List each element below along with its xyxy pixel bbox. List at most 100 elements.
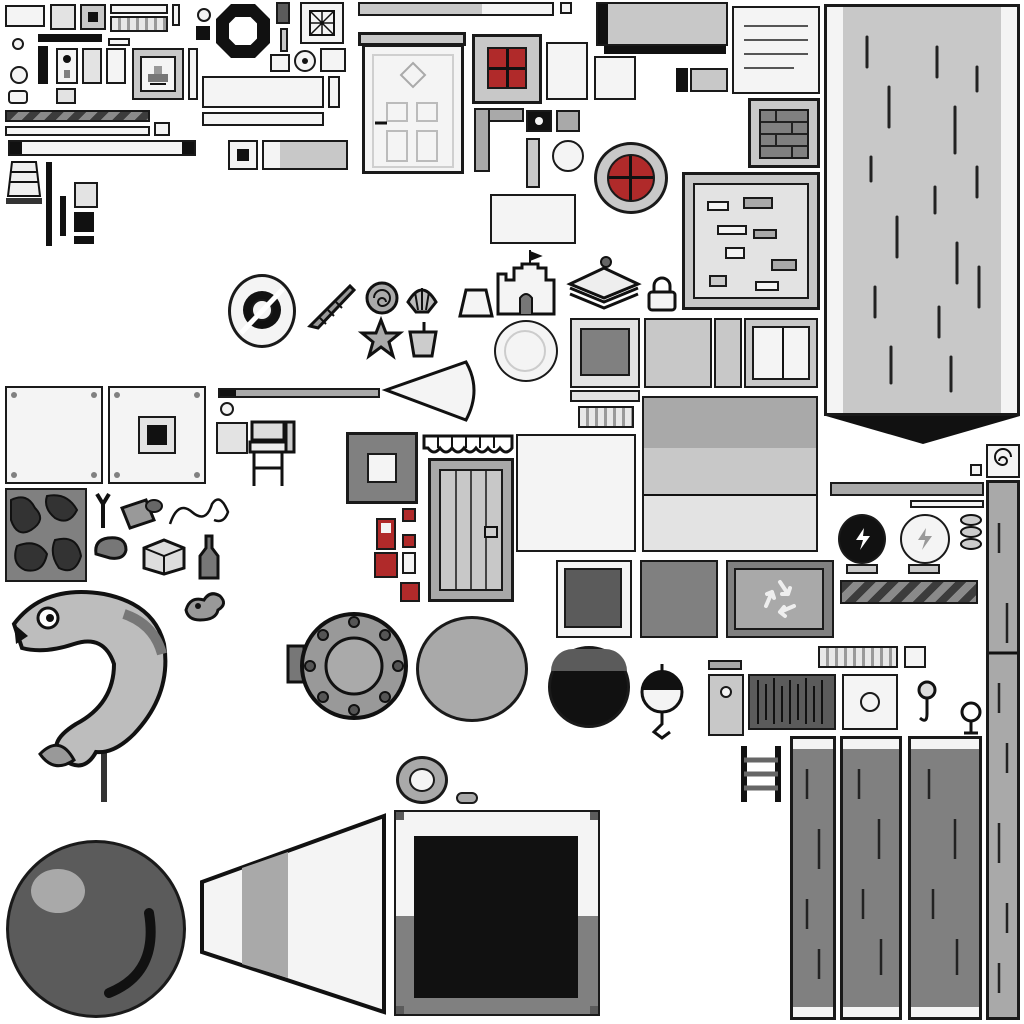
tile-gray-rect <box>82 48 102 84</box>
knob-small <box>197 8 211 22</box>
window-red-sprite <box>472 34 542 104</box>
paper-scroll-sprite <box>490 194 576 244</box>
socket-sprite <box>228 140 258 170</box>
gear-icon <box>12 38 24 50</box>
cup-sprite <box>8 90 28 104</box>
rope-post <box>280 28 288 52</box>
grille-strip <box>110 16 168 32</box>
boiler-hatch-sprite <box>286 612 408 720</box>
rail-white <box>5 126 150 136</box>
shelf-strip <box>570 390 640 402</box>
block-dark-b <box>74 236 94 244</box>
button-red-b <box>402 534 416 548</box>
starfish-sprite <box>357 315 405 360</box>
shelf-dark <box>604 46 726 54</box>
lamp-sprite <box>708 674 744 736</box>
orb-base-b <box>908 564 940 574</box>
lightning-orb-light-sprite <box>900 514 950 564</box>
block-red-b <box>400 582 420 602</box>
shell-horn-sprite <box>307 283 357 330</box>
tv-screen-sprite <box>394 810 600 1016</box>
frame-square-gray <box>346 432 418 504</box>
chair-sprite <box>248 420 296 486</box>
lever-sprite <box>60 196 66 236</box>
cabinet-top-strip <box>596 2 728 46</box>
spiral-tile-sprite <box>986 444 1020 478</box>
door-sprite <box>362 44 464 174</box>
plate-bolted-a <box>5 386 103 484</box>
wood-plank-a-sprite <box>790 736 836 1020</box>
recycle-bin-sprite <box>726 560 834 638</box>
knob-mid <box>220 402 234 416</box>
hazard-stripe-short <box>840 580 978 604</box>
bench-sprite <box>6 161 42 204</box>
pipe-vertical <box>474 108 490 172</box>
awning-sprite <box>422 434 514 454</box>
frame-boat-picture-sprite <box>132 48 184 100</box>
peg-small <box>456 792 478 804</box>
box-carton-sprite <box>142 538 186 576</box>
string-sprite <box>168 498 230 525</box>
lock-icon <box>647 276 677 312</box>
spring-stack-sprite <box>960 514 982 550</box>
wood-plank-b-sprite <box>840 736 902 1020</box>
block-dark-a <box>74 212 94 232</box>
duck-toy-sprite <box>184 592 225 622</box>
button-tile <box>842 674 898 730</box>
fridge-sprite <box>744 318 818 388</box>
tile-panel-a <box>570 318 640 388</box>
coil-sprite <box>270 54 290 72</box>
vent-strip <box>578 406 634 428</box>
sandwich-sprite <box>566 256 642 310</box>
octagon-ring-sprite <box>216 4 270 58</box>
orb-base-a <box>846 564 878 574</box>
notepad-sprite <box>732 6 820 94</box>
shell-spiral-sprite <box>365 281 399 315</box>
battery-a <box>676 68 688 92</box>
sand-bucket-sprite <box>408 322 438 358</box>
twig-sprite <box>95 492 111 528</box>
banner-arrow-sprite <box>826 416 1020 444</box>
block-gray-small <box>556 110 580 132</box>
boulder-large-sprite <box>6 840 186 1018</box>
square-tiny-b <box>970 464 982 476</box>
sign-board-thin <box>202 112 324 126</box>
hook-sprite <box>917 680 937 722</box>
megaphone-small-sprite <box>381 360 476 422</box>
grate-box-sprite <box>300 2 344 44</box>
tile-bolted-panel <box>50 4 76 30</box>
phone-red-sprite <box>376 518 396 550</box>
plate-round-small <box>552 140 584 172</box>
glass-pane-b <box>594 56 636 100</box>
panel-screen-a <box>556 560 632 638</box>
ladder-sprite <box>741 746 781 802</box>
square-tiny <box>560 2 572 14</box>
sign-gray <box>262 140 348 170</box>
sand-pile-sprite <box>458 288 494 318</box>
block-small-black <box>196 26 210 40</box>
bell-sprite <box>10 66 28 84</box>
strip-vent <box>110 4 168 14</box>
camo-panel-sprite <box>5 488 87 582</box>
post-tall-white <box>188 48 198 100</box>
lightning-icon-light <box>918 528 932 550</box>
megaphone-cone-sprite <box>200 813 386 1015</box>
tile-small-white <box>5 5 45 27</box>
tin-can-sprite <box>120 498 163 530</box>
valve-wheel-sprite <box>396 756 448 804</box>
battery-b <box>690 68 728 92</box>
hazard-stripe-bar <box>5 110 150 122</box>
signpost-ring-sprite <box>960 701 982 735</box>
tile-white-rect <box>106 48 126 84</box>
tile-dark-square <box>80 4 106 30</box>
tile-gray-tab <box>276 2 290 24</box>
panel-screen-b <box>640 560 718 638</box>
tile-panel-c <box>714 318 742 388</box>
lightning-orb-dark-sprite <box>838 514 886 564</box>
button-red-a <box>402 508 416 522</box>
pole-black <box>46 162 52 246</box>
fish-statue-sprite <box>11 590 168 802</box>
plate-bolted-socket <box>108 386 206 484</box>
tile-panel-b <box>644 318 712 388</box>
notice-board-sprite <box>682 172 820 310</box>
